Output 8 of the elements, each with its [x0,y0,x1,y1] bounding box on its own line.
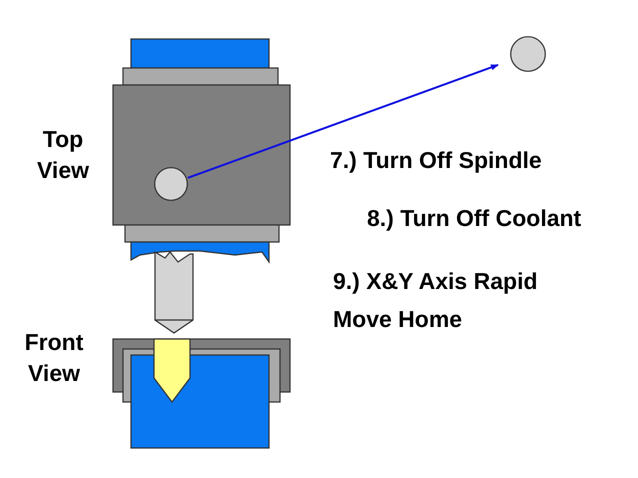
view-label: Front View [24,328,84,388]
step-label: 7.) Turn Off Spindle [330,146,543,175]
circle-marker [154,167,188,201]
step-label: 9.) X&Y Axis Rapid Move Home [333,267,539,334]
view-label: Top View [36,125,90,185]
arrow [188,64,499,179]
circle-marker [510,36,546,72]
step-label: 8.) Turn Off Coolant [367,204,582,233]
